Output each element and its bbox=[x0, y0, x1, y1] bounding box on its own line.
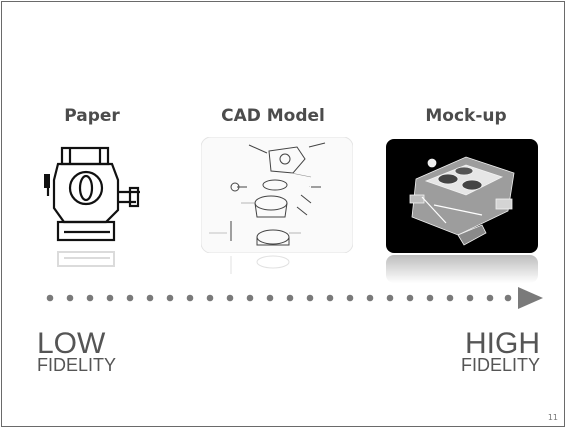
page-number: 11 bbox=[547, 413, 558, 422]
cad-exploded-image: . bbox=[201, 137, 353, 253]
paper-carburetor-image bbox=[40, 140, 144, 248]
low-fidelity-label: FIDELITY bbox=[37, 355, 117, 375]
mockup-reflection bbox=[386, 255, 538, 283]
mockup-label: Mock-up bbox=[425, 106, 507, 126]
low-label: LOW bbox=[37, 327, 106, 360]
paper-label: Paper bbox=[64, 106, 120, 126]
paper-reflection bbox=[40, 250, 144, 278]
cad-model-label: CAD Model bbox=[221, 106, 325, 126]
high-fidelity-label: FIDELITY bbox=[460, 355, 540, 375]
high-label: HIGH bbox=[465, 327, 540, 360]
svg-text:.: . bbox=[309, 183, 310, 188]
cad-reflection bbox=[201, 254, 353, 280]
mockup-photo-image bbox=[386, 139, 538, 253]
